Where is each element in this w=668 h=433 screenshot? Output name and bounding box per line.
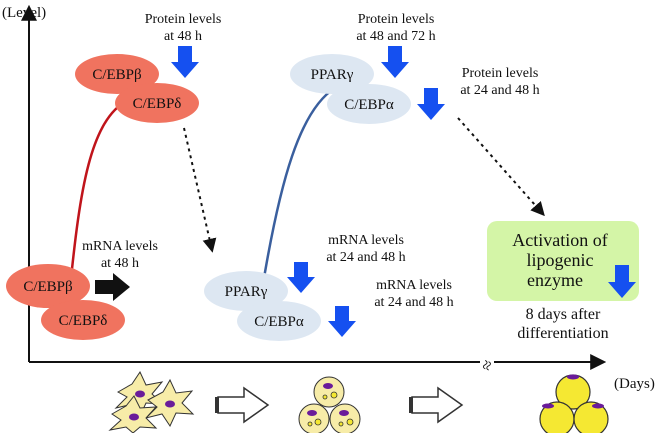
mrna-48-line1: mRNA levels [82, 239, 158, 254]
lipogenic-enzyme-box [487, 221, 639, 301]
protein-48-72-line2: at 48 and 72 h [356, 29, 435, 44]
cebpb-ellipse-top [75, 54, 159, 94]
protein-48-72-line1: Protein levels [358, 12, 435, 27]
stage-arrow-2-tail [409, 397, 413, 413]
immature-adipocytes [298, 376, 361, 433]
mrna-cebpa-line2: at 24 and 48 h [374, 295, 453, 310]
dotted-arrow-cebpa-to-lipogenic [457, 117, 545, 217]
cebpd-label-top: C/EBPδ [133, 96, 182, 112]
cebpb-curve [68, 98, 129, 289]
lipogenic-line2: lipogenic [527, 250, 594, 270]
protein-24-48-line1: Protein levels [462, 66, 539, 81]
cebpa-ellipse-top [327, 84, 411, 124]
cebpb-label-top: C/EBPβ [92, 67, 141, 83]
mrna-pparg-line2: at 24 and 48 h [326, 250, 405, 265]
down-arrow-pparg-protein [381, 46, 409, 78]
cebpa-label-top: C/EBPα [344, 97, 394, 113]
lipogenic-line1: Activation of [512, 230, 607, 250]
cebpa-label-bottom: C/EBPα [254, 314, 304, 330]
down-arrow-lipogenic [608, 265, 636, 298]
preadipocyte-cells [108, 370, 195, 433]
dotted-arrow-cebpb-to-pparg [183, 127, 217, 253]
timepoint-line1: 8 days after [526, 306, 601, 323]
down-arrow-cebpa-protein [417, 88, 445, 120]
cebpa-ellipse-bottom [237, 301, 321, 341]
protein-48-line1: Protein levels [145, 12, 222, 27]
y-axis-label: (Level) [2, 5, 46, 21]
lipogenic-line3: enzyme [527, 270, 583, 290]
mature-adipocytes [539, 374, 609, 433]
protein-24-48-line2: at 24 and 48 h [460, 83, 539, 98]
cebpd-ellipse-top [115, 83, 199, 123]
pparg-label-bottom: PPARγ [225, 284, 268, 300]
stage-arrow-1 [217, 386, 270, 424]
cebpd-label-bottom: C/EBPδ [59, 313, 108, 329]
pparg-ellipse-top [290, 54, 374, 94]
cebpb-label-bottom: C/EBPβ [23, 279, 72, 295]
mrna-pparg-line1: mRNA levels [328, 233, 404, 248]
pparg-label-top: PPARγ [311, 67, 354, 83]
pparg-curve [260, 86, 336, 291]
mrna-cebpa-line1: mRNA levels [376, 278, 452, 293]
down-arrow-pparg-mrna [287, 262, 315, 293]
down-arrow-cebpa-mrna [328, 306, 356, 337]
timepoint-line2: differentiation [517, 325, 608, 342]
stage-arrow-1-tail [215, 397, 219, 413]
x-axis-label: (Days) [614, 376, 655, 392]
axis-break-gap [480, 354, 494, 370]
right-arrow-cebpb-mrna [95, 273, 130, 301]
down-arrow-protein-48 [171, 46, 199, 78]
pparg-ellipse-bottom [204, 271, 288, 311]
stage-arrow-2 [411, 386, 464, 424]
mrna-48-line2: at 48 h [101, 256, 139, 271]
cebpb-ellipse-bottom [6, 264, 90, 308]
cebpd-ellipse-bottom [41, 300, 125, 340]
protein-48-line2: at 48 h [164, 29, 202, 44]
